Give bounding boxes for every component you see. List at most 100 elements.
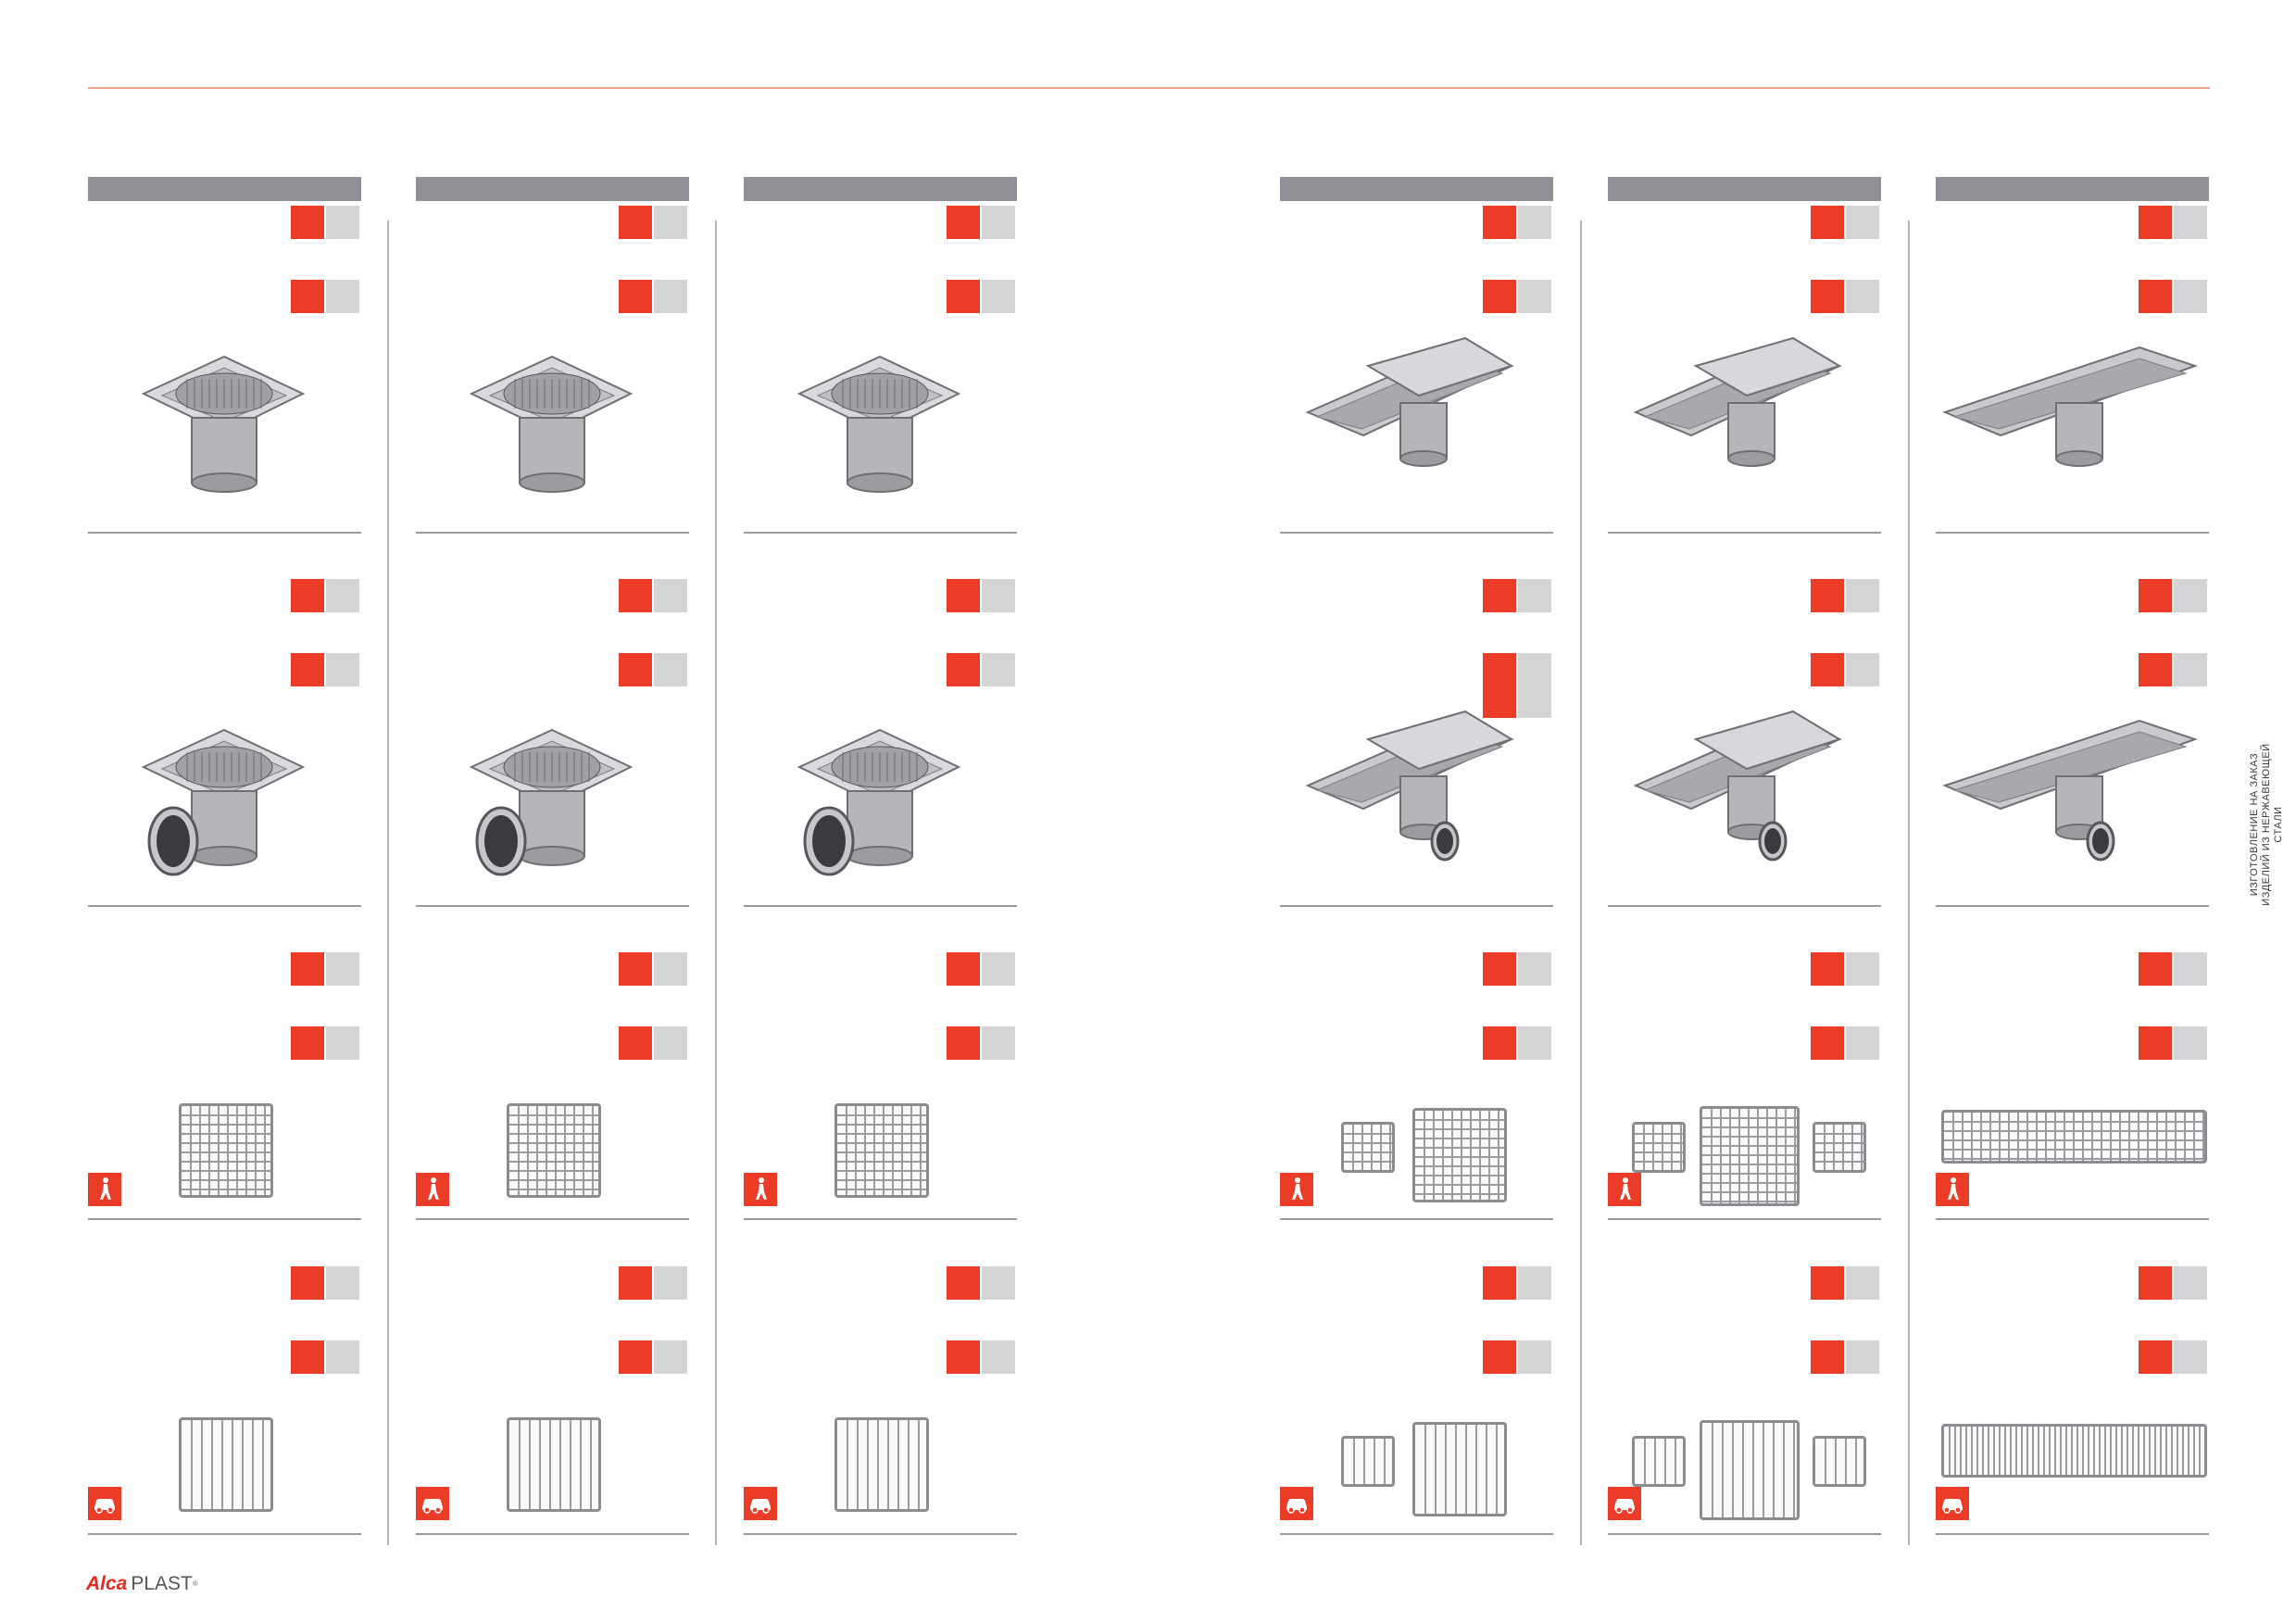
option-swatch-red bbox=[1483, 280, 1516, 313]
option-swatch-gray bbox=[326, 579, 359, 612]
option-swatch-red bbox=[2139, 579, 2172, 612]
option-swatch-gray bbox=[1846, 579, 1879, 612]
option-swatch-gray bbox=[1518, 579, 1551, 612]
section-divider bbox=[416, 1218, 689, 1220]
option-swatch-gray bbox=[1846, 206, 1879, 239]
option-swatch-red bbox=[1811, 1266, 1844, 1300]
section-divider bbox=[1280, 905, 1553, 907]
option-swatch-gray bbox=[1846, 952, 1879, 986]
option-swatch-gray bbox=[654, 952, 687, 986]
option-swatch-red bbox=[2139, 206, 2172, 239]
option-swatch-gray bbox=[1518, 280, 1551, 313]
section-divider bbox=[88, 1218, 361, 1220]
option-swatch-gray bbox=[2174, 1266, 2207, 1300]
section-divider bbox=[1608, 905, 1881, 907]
drain-vertical-outlet-illustration bbox=[469, 355, 634, 493]
option-swatch-red bbox=[1811, 579, 1844, 612]
side-note: ИЗГОТОВЛЕНИЕ НА ЗАКАЗ ИЗДЕЛИЙ ИЗ НЕРЖАВЕ… bbox=[2249, 743, 2284, 906]
option-swatch-red bbox=[1811, 280, 1844, 313]
column-header-bar bbox=[1936, 177, 2209, 201]
option-swatch-gray bbox=[326, 206, 359, 239]
option-swatch-gray bbox=[1846, 1340, 1879, 1374]
option-swatch-gray bbox=[1518, 1026, 1551, 1060]
section-divider bbox=[416, 905, 689, 907]
section-divider bbox=[1936, 905, 2209, 907]
option-swatch-red bbox=[1483, 1340, 1516, 1374]
option-swatch-red bbox=[947, 206, 980, 239]
option-swatch-red bbox=[619, 206, 652, 239]
mesh-grate bbox=[1412, 1108, 1507, 1202]
option-swatch-red bbox=[291, 1026, 324, 1060]
mesh-grate bbox=[507, 1103, 601, 1198]
mesh-grate bbox=[834, 1103, 929, 1198]
slot-grate bbox=[834, 1417, 929, 1512]
option-swatch-gray bbox=[654, 1026, 687, 1060]
option-swatch-gray bbox=[326, 952, 359, 986]
option-swatch-gray bbox=[2174, 1340, 2207, 1374]
option-swatch-red bbox=[1811, 1026, 1844, 1060]
option-swatch-red bbox=[947, 1026, 980, 1060]
option-swatch-gray bbox=[654, 206, 687, 239]
column-header-bar bbox=[416, 177, 689, 201]
section-divider bbox=[744, 532, 1017, 534]
car-icon bbox=[1608, 1487, 1641, 1520]
section-divider bbox=[88, 1533, 361, 1535]
option-swatch-red bbox=[291, 952, 324, 986]
drain-vertical-outlet-illustration bbox=[797, 355, 961, 493]
drain-vertical-outlet-illustration bbox=[1633, 336, 1842, 467]
option-swatch-gray bbox=[2174, 206, 2207, 239]
car-icon bbox=[1280, 1487, 1313, 1520]
option-swatch-red bbox=[291, 1266, 324, 1300]
option-swatch-gray bbox=[1846, 1026, 1879, 1060]
section-divider bbox=[744, 1533, 1017, 1535]
car-icon bbox=[88, 1487, 121, 1520]
drain-side-outlet-illustration bbox=[797, 728, 961, 876]
option-swatch-gray bbox=[326, 1026, 359, 1060]
mesh-grate bbox=[1632, 1122, 1686, 1173]
pedestrian-icon bbox=[1280, 1173, 1313, 1206]
option-swatch-red bbox=[619, 579, 652, 612]
option-swatch-red bbox=[2139, 1340, 2172, 1374]
option-swatch-red bbox=[1811, 206, 1844, 239]
section-divider bbox=[1608, 1218, 1881, 1220]
option-swatch-gray bbox=[654, 1266, 687, 1300]
option-swatch-red bbox=[947, 280, 980, 313]
option-swatch-gray bbox=[982, 579, 1015, 612]
option-swatch-gray bbox=[982, 1026, 1015, 1060]
option-swatch-red bbox=[1811, 1340, 1844, 1374]
option-swatch-red bbox=[2139, 1026, 2172, 1060]
column-separator bbox=[387, 220, 389, 1545]
drain-side-outlet-illustration bbox=[469, 728, 634, 876]
section-divider bbox=[1608, 532, 1881, 534]
section-divider bbox=[88, 532, 361, 534]
option-swatch-red bbox=[1483, 206, 1516, 239]
section-divider bbox=[1936, 532, 2209, 534]
option-swatch-gray bbox=[1518, 653, 1551, 686]
drain-vertical-outlet-illustration bbox=[1942, 346, 2199, 467]
pedestrian-icon bbox=[416, 1173, 449, 1206]
option-swatch-red bbox=[1483, 579, 1516, 612]
slot-grate bbox=[507, 1417, 601, 1512]
option-swatch-gray bbox=[654, 653, 687, 686]
option-swatch-gray bbox=[654, 280, 687, 313]
column-header-bar bbox=[744, 177, 1017, 201]
option-swatch-red bbox=[291, 206, 324, 239]
column-separator bbox=[1580, 220, 1582, 1545]
option-swatch-red bbox=[947, 579, 980, 612]
option-swatch-red bbox=[619, 653, 652, 686]
drain-vertical-outlet-illustration bbox=[141, 355, 306, 493]
option-swatch-gray bbox=[1518, 1266, 1551, 1300]
option-swatch-gray bbox=[654, 1340, 687, 1374]
option-swatch-red bbox=[619, 1266, 652, 1300]
option-swatch-gray bbox=[2174, 952, 2207, 986]
section-divider bbox=[1936, 1218, 2209, 1220]
option-swatch-red bbox=[2139, 653, 2172, 686]
mesh-grate bbox=[1700, 1106, 1800, 1206]
option-swatch-gray bbox=[1846, 1266, 1879, 1300]
section-divider bbox=[1280, 532, 1553, 534]
option-swatch-red bbox=[2139, 280, 2172, 313]
option-swatch-gray bbox=[2174, 653, 2207, 686]
option-swatch-red bbox=[619, 1340, 652, 1374]
section-divider bbox=[416, 532, 689, 534]
